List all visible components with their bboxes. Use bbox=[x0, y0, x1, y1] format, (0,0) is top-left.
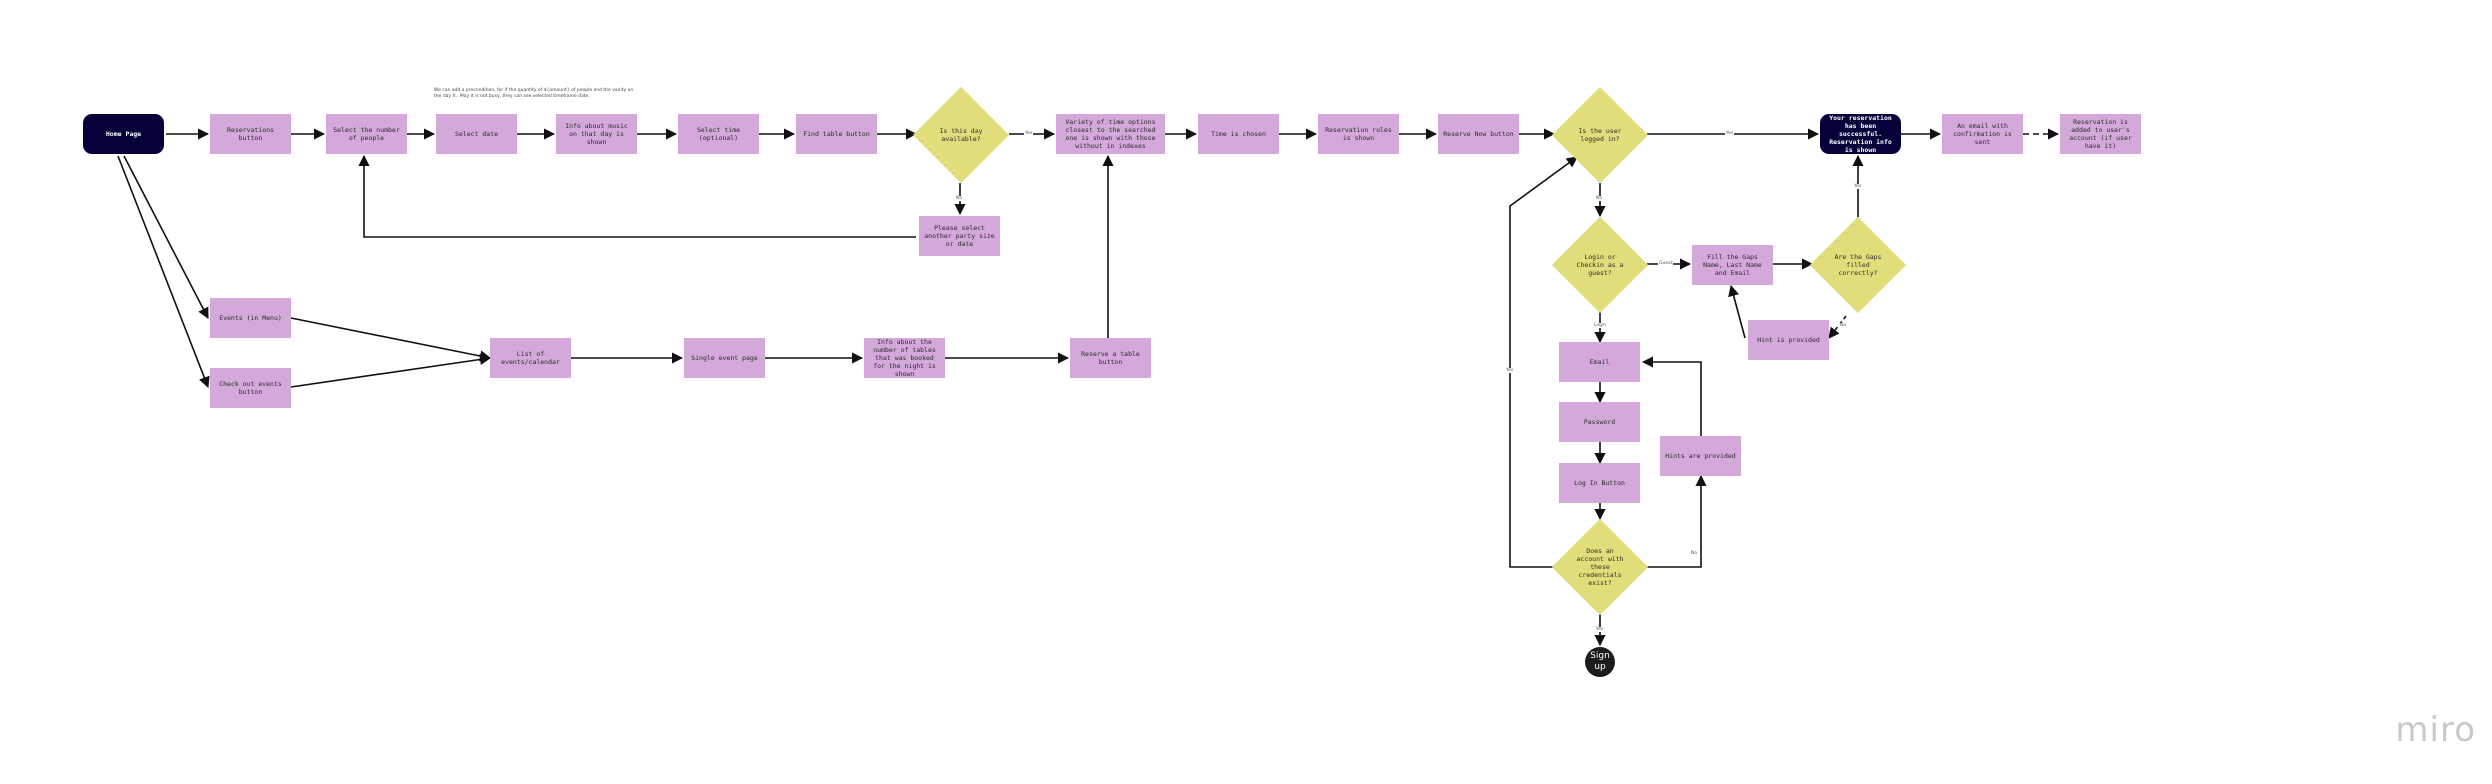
decision-label: Is this day available? bbox=[939, 126, 983, 143]
find-table-node[interactable]: Find table button bbox=[796, 114, 877, 154]
account-exist-decision[interactable]: Does an account with these credentials e… bbox=[1551, 518, 1649, 616]
info-music-node[interactable]: Info about music on that day is shown bbox=[556, 114, 637, 154]
hints-provided-node[interactable]: Hints are provided bbox=[1660, 436, 1741, 476]
edge-events-list bbox=[290, 317, 492, 362]
password-node[interactable]: Password bbox=[1559, 402, 1640, 442]
select-date-node[interactable]: Select date bbox=[436, 114, 517, 154]
reserve-table-node[interactable]: Reserve a table button bbox=[1070, 338, 1151, 378]
added-account-node[interactable]: Reservation is added to user's account (… bbox=[2060, 114, 2141, 154]
email-node[interactable]: Email bbox=[1559, 342, 1640, 382]
list-events-node[interactable]: List of events/calendar bbox=[490, 338, 571, 378]
edge-label-correct-no: No bbox=[1839, 323, 1848, 328]
edge-correct-hint bbox=[1828, 315, 1847, 339]
logged-in-decision[interactable]: Is the user logged in? bbox=[1551, 86, 1649, 184]
edge-label-available-no: No bbox=[955, 196, 964, 201]
edge-label-login: Login bbox=[1593, 323, 1608, 328]
select-time-node[interactable]: Select time (optional) bbox=[678, 114, 759, 154]
day-available-decision[interactable]: Is this day available? bbox=[912, 86, 1010, 184]
precondition-note: We can add a precondition, for if the qu… bbox=[434, 88, 634, 99]
time-chosen-node[interactable]: Time is chosen bbox=[1198, 114, 1279, 154]
edge-label-correct-yes: Yes bbox=[1853, 184, 1863, 189]
select-another-node[interactable]: Please select another party size or date bbox=[919, 216, 1000, 256]
edge-home-check-events bbox=[117, 155, 210, 389]
done-correctly-decision[interactable]: Are the Gaps filled correctly? bbox=[1809, 216, 1907, 314]
edge-hints-email bbox=[1641, 356, 1702, 436]
edge-label-logged-no: No bbox=[1595, 196, 1604, 201]
edge-label-account-no: No bbox=[1690, 551, 1699, 556]
check-events-node[interactable]: Check out events button bbox=[210, 368, 291, 408]
edge-label-logged-yes: Yes bbox=[1725, 131, 1735, 136]
reservation-success-node[interactable]: Your reservation has been successful. Re… bbox=[1820, 114, 1901, 154]
sign-up-node[interactable]: Sign up bbox=[1585, 647, 1615, 677]
decision-label: Login or Checkin as a guest? bbox=[1576, 252, 1624, 278]
home-page-node[interactable]: Home Page bbox=[83, 114, 164, 154]
rules-shown-node[interactable]: Reservation rules is shown bbox=[1318, 114, 1399, 154]
miro-logo: miro bbox=[2395, 710, 2476, 750]
edge-label-guest: Guest bbox=[1658, 261, 1674, 266]
edge-home-events bbox=[123, 155, 209, 319]
decision-label: Are the Gaps filled correctly? bbox=[1834, 252, 1882, 278]
variety-time-node[interactable]: Variety of time options closest to the s… bbox=[1056, 114, 1165, 154]
edge-account-logged bbox=[1509, 156, 1578, 568]
fill-gaps-node[interactable]: Fill the Gaps Name, Last Name and Email bbox=[1692, 245, 1773, 285]
decision-label: Does an account with these credentials e… bbox=[1576, 546, 1624, 588]
info-number-node[interactable]: Info about the number of tables that was… bbox=[864, 338, 945, 378]
edge-label-account-yes: Yes bbox=[1595, 627, 1605, 632]
select-people-node[interactable]: Select the number of people bbox=[326, 114, 407, 154]
reserve-now-node[interactable]: Reserve Now button bbox=[1438, 114, 1519, 154]
edge-check-list bbox=[290, 353, 492, 388]
single-event-node[interactable]: Single event page bbox=[684, 338, 765, 378]
hint-node[interactable]: Hint is provided bbox=[1748, 320, 1829, 360]
reservations-button-node[interactable]: Reservations button bbox=[210, 114, 291, 154]
login-button-node[interactable]: Log In Button bbox=[1559, 463, 1640, 503]
events-menu-node[interactable]: Events (in Menu) bbox=[210, 298, 291, 338]
edge-hint-fill bbox=[1728, 284, 1746, 339]
signin-guest-decision[interactable]: Login or Checkin as a guest? bbox=[1551, 216, 1649, 314]
edge-label-available-yes: Yes bbox=[1024, 131, 1034, 136]
edge-select-another-people bbox=[358, 154, 916, 238]
edge-label-up-yes: Yes bbox=[1505, 368, 1515, 373]
email-confirmation-node[interactable]: An email with confirmation is sent bbox=[1942, 114, 2023, 154]
decision-label: Is the user logged in? bbox=[1578, 126, 1622, 143]
edge-account-hints bbox=[1647, 474, 1707, 568]
